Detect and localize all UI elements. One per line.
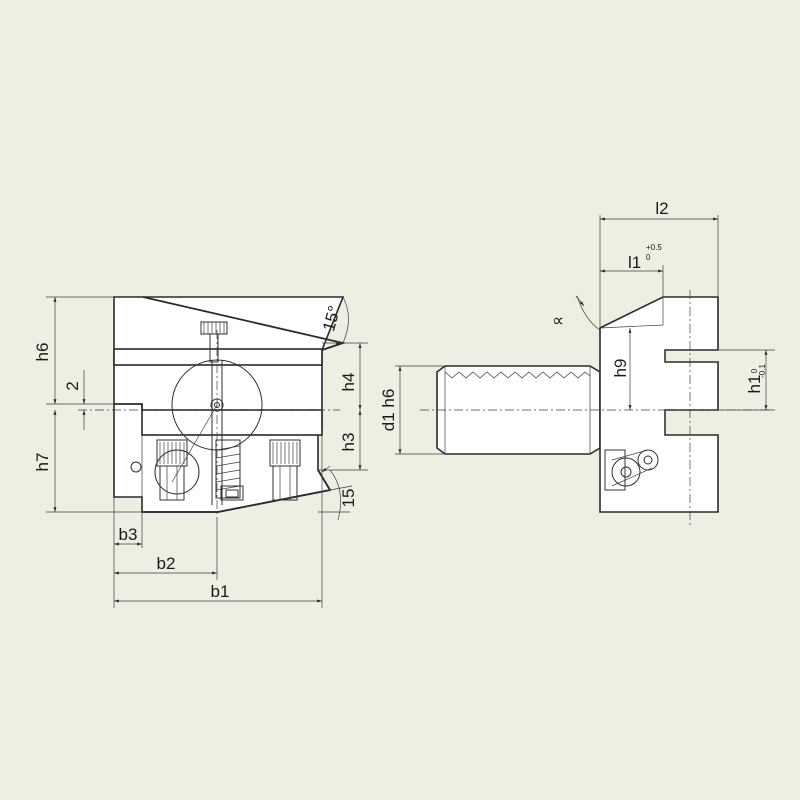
- right-screw-shank-lines: [279, 466, 291, 500]
- bottom-angle-arc: [329, 469, 341, 521]
- left-screw-shank-lines: [166, 466, 178, 500]
- spring-housing: [215, 439, 241, 499]
- l1-label: l1: [628, 253, 641, 272]
- side-view: l2 l1 +0.5 0 ∝ h9 d1 h6 h1 0 -0.1: [379, 199, 775, 525]
- bottom-angle-arrow: [321, 465, 331, 473]
- h6-label: h6: [33, 343, 52, 362]
- b1-label: b1: [211, 582, 230, 601]
- l1-sup: +0.5: [646, 243, 662, 252]
- adjust-screw-shank: [209, 333, 219, 363]
- spring-coils: [215, 445, 241, 491]
- dim-2-label: 2: [63, 381, 82, 390]
- bottom-angle-label: 15: [339, 489, 358, 508]
- side-hole: [130, 461, 142, 473]
- right-cap-screw-hatch: [272, 442, 298, 464]
- h4-label: h4: [339, 373, 358, 392]
- d1-label: d1 h6: [379, 389, 398, 432]
- roller-big-inner: [620, 466, 632, 478]
- h3-label: h3: [339, 433, 358, 452]
- roller-housing: [604, 449, 626, 491]
- spring-cap-inner: [225, 489, 239, 498]
- alpha-arc: [576, 295, 601, 331]
- shoulder-step: [114, 403, 143, 410]
- l1-sub: 0: [646, 253, 651, 262]
- alpha-label: ∝: [552, 311, 564, 330]
- b2-label: b2: [157, 554, 176, 573]
- construction-line: [171, 404, 218, 483]
- spring-cap: [220, 485, 244, 501]
- bottom-angle-ext: [318, 485, 353, 513]
- adjust-screw-knurl: [203, 322, 225, 334]
- alpha-arrow-a: [575, 295, 585, 307]
- front-view: h6 2 h7 h4 h3 15° 15 b3 b2: [33, 296, 368, 608]
- h1-label: h1: [745, 375, 764, 394]
- roller-big: [611, 457, 641, 487]
- h1-tol2: -0.1: [758, 364, 767, 378]
- roller-small-inner: [643, 455, 653, 465]
- h1-tol: 0: [750, 368, 759, 373]
- top-angle-arc: [342, 296, 349, 344]
- b3-label: b3: [119, 525, 138, 544]
- right-cap-screw-body: [272, 465, 298, 501]
- side-chamfer-line: [599, 297, 664, 329]
- shank-serration: [444, 371, 591, 379]
- top-angle-arrow: [331, 342, 342, 347]
- lower-plate: [141, 409, 323, 436]
- l2-label: l2: [655, 199, 668, 218]
- h7-label: h7: [33, 453, 52, 472]
- side-body-outline: [599, 296, 719, 513]
- h9-label: h9: [611, 359, 630, 378]
- left-cap-screw-hatch: [159, 442, 185, 464]
- left-cap-screw-body: [159, 465, 185, 501]
- roller-tangent: [611, 449, 653, 487]
